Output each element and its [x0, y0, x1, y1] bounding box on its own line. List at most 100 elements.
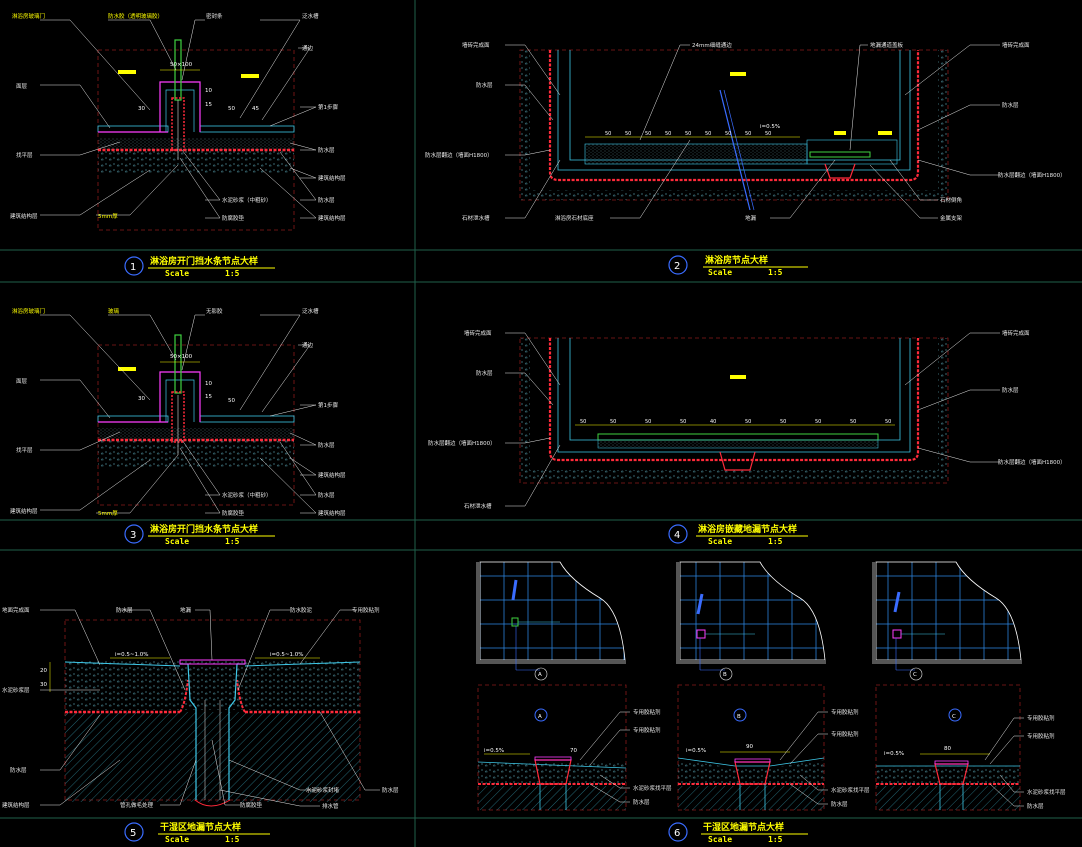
detail-2-title-block: 2 淋浴房节点大样 Scale 1:5 [668, 254, 808, 277]
detail-3-dim-3: 15 [205, 394, 212, 400]
detail-2-scale-label: Scale [708, 268, 732, 277]
detail-1-label-gasket: 防腐胶垫 [222, 214, 245, 222]
detail-3-dim-2: 10 [205, 381, 212, 387]
detail-3: 50×100 30 50 10 15 淋浴房玻璃门 玻璃 无影胶 泛水槽 [10, 307, 346, 517]
detail-5-label-drain: 地漏 [180, 606, 192, 614]
detail-1-tag-right [241, 74, 259, 78]
detail-3-label-step: 第1步骤 [318, 401, 338, 409]
detail-6-c-label-leveling: 水泥砂浆找平层 [1027, 788, 1066, 796]
detail-3-frame [97, 344, 295, 506]
svg-text:50: 50 [725, 131, 731, 137]
detail-2-label-upturn-l: 防水层翻边（墙面H1800） [425, 151, 493, 159]
detail-6-c-label-adhesive-2: 专用胶粘剂 [1027, 732, 1055, 740]
detail-5-label-waterproof-r: 防水层 [382, 786, 399, 794]
detail-3-scale-value: 1:5 [225, 537, 240, 546]
detail-1-dim-45: 45 [252, 106, 259, 112]
detail-5-label-gasket: 防腐胶垫 [240, 801, 263, 809]
detail-4-label-waterproof-l: 防水层 [476, 369, 493, 377]
detail-5-scale-value: 1:5 [225, 835, 240, 844]
detail-4-grate [597, 433, 879, 441]
detail-5-dim-30: 30 [40, 682, 47, 688]
detail-6-title: 干湿区地漏节点大样 [703, 821, 784, 833]
detail-6-slope-b: i=0.5% [686, 748, 706, 754]
detail-1-title: 淋浴房开门挡水条节点大样 [150, 255, 258, 267]
detail-5-scale-label: Scale [165, 835, 189, 844]
detail-2-waterproof [548, 50, 920, 182]
svg-text:50: 50 [580, 419, 586, 425]
detail-2-drain-cover [809, 151, 871, 158]
detail-2-label-stone-base: 淋浴房石材底座 [555, 214, 594, 222]
detail-6-section-b: B i=0.5% 90 专用胶粘剂 专用胶粘剂 水泥砂浆找平层 防水层 [677, 684, 870, 811]
detail-6-section-c: C i=0.5% 80 专用胶粘剂 专用胶粘剂 水泥砂浆找平层 防水层 [875, 684, 1066, 811]
detail-3-label-glass-door: 淋浴房玻璃门 [12, 307, 45, 315]
detail-1-tile-left [97, 125, 169, 133]
detail-4-drain [719, 451, 756, 471]
detail-4-title: 淋浴房嵌藏地漏节点大样 [698, 523, 797, 535]
detail-2-slope: i=0.5% [760, 124, 780, 130]
detail-5-label-waterproof-t: 防水层 [116, 606, 133, 614]
detail-1: 50×100 30 50 10 15 45 淋浴房玻璃门 防水胶（透明 [10, 12, 346, 231]
detail-5-structure [65, 712, 360, 802]
detail-4-label-upturn-l: 防水层翻边（墙面H1800） [428, 439, 496, 447]
detail-5-label-drain-pipe: 排水管 [322, 802, 339, 810]
svg-text:50: 50 [605, 131, 611, 137]
svg-text:50: 50 [815, 419, 821, 425]
detail-6-c-label-waterproof: 防水层 [1027, 802, 1044, 810]
detail-4-frame [519, 337, 949, 484]
detail-5-title-block: 5 干湿区地漏节点大样 Scale 1:5 [124, 821, 270, 844]
svg-text:50: 50 [885, 419, 891, 425]
detail-5-label-structure: 建筑结构层 [2, 801, 30, 809]
detail-6-width-b: 90 [746, 744, 753, 750]
detail-5-slope-l: i=0.5~1.0% [115, 652, 148, 658]
detail-3-label-edge: 通边 [302, 341, 314, 349]
detail-6-a-label-leveling: 水泥砂浆找平层 [633, 784, 672, 792]
detail-6-plan-marker-a: A [538, 672, 542, 678]
detail-4-title-block: 4 淋浴房嵌藏地漏节点大样 Scale 1:5 [668, 523, 808, 546]
detail-1-label-surface: 面层 [16, 83, 28, 90]
detail-2-label-tile-face-r: 墙砖完成面 [1002, 41, 1030, 49]
detail-6-width-c: 80 [944, 746, 951, 752]
detail-2-label-chamfer: 石材倒角 [940, 196, 962, 204]
svg-text:50: 50 [850, 419, 856, 425]
detail-1-dim-3: 15 [205, 102, 212, 108]
detail-1-dim-4: 50 [228, 106, 235, 112]
detail-2-label-stone-groove: 石材泄水槽 [462, 214, 490, 222]
detail-6-slope-c: i=0.5% [884, 751, 904, 757]
detail-5-label-waterproof-l: 防水层 [10, 766, 27, 774]
detail-6-section-a: A i=0.5% 70 专用胶粘剂 专用胶粘剂 水泥砂浆找平层 防水层 [477, 684, 672, 811]
detail-6: A B C [476, 561, 1066, 811]
detail-3-dim-1: 30 [138, 396, 145, 402]
detail-3-label-structure-l: 建筑结构层 [10, 507, 38, 515]
detail-4-tag [730, 375, 746, 379]
detail-3-label-gasket: 防腐胶垫 [222, 509, 245, 517]
detail-2-scale-value: 1:5 [768, 268, 783, 277]
detail-1-dim-1: 30 [138, 106, 145, 112]
detail-2-label-waterproof-l: 防水层 [476, 81, 493, 89]
detail-5-slope-r: i=0.5~1.0% [270, 652, 303, 658]
detail-3-label-waterproof-r: 防水层 [318, 441, 335, 449]
detail-4-label-stone-groove: 石材泄水槽 [464, 502, 492, 510]
detail-1-tag-left [118, 70, 136, 74]
detail-1-label-step: 第1步骤 [318, 103, 338, 111]
detail-6-b-label-adhesive-2: 专用胶粘剂 [831, 730, 859, 738]
detail-5-label-mortar: 水泥砂浆层 [2, 686, 30, 694]
detail-4-structure [520, 338, 948, 480]
detail-1-label-sealant: 防水胶（透明玻璃胶） [108, 12, 163, 20]
detail-6-title-block: 6 干湿区地漏节点大样 Scale 1:5 [668, 821, 808, 844]
detail-6-section-marker-b: B [737, 714, 741, 720]
detail-6-c-label-adhesive-1: 专用胶粘剂 [1027, 714, 1055, 722]
detail-1-mortar [98, 138, 294, 150]
detail-3-label-5mm: 5mm厚 [98, 510, 118, 517]
detail-6-a-label-adhesive-2: 专用胶粘剂 [633, 726, 661, 734]
detail-5-label-floor-face: 地面完成面 [2, 606, 30, 614]
detail-5-label-adhesive: 专用胶粘剂 [352, 606, 380, 614]
detail-3-title: 淋浴房开门挡水条节点大样 [150, 523, 258, 535]
detail-1-structure [98, 150, 294, 175]
svg-text:40: 40 [710, 419, 716, 425]
detail-1-label-mortar: 水泥砂浆（中粗砂） [222, 196, 272, 204]
detail-4-label-waterproof-r: 防水层 [1002, 386, 1019, 394]
detail-6-plan-a: A [476, 561, 626, 681]
detail-3-label-drain-slot: 泛水槽 [302, 307, 319, 315]
detail-6-a-label-adhesive-1: 专用胶粘剂 [633, 708, 661, 716]
